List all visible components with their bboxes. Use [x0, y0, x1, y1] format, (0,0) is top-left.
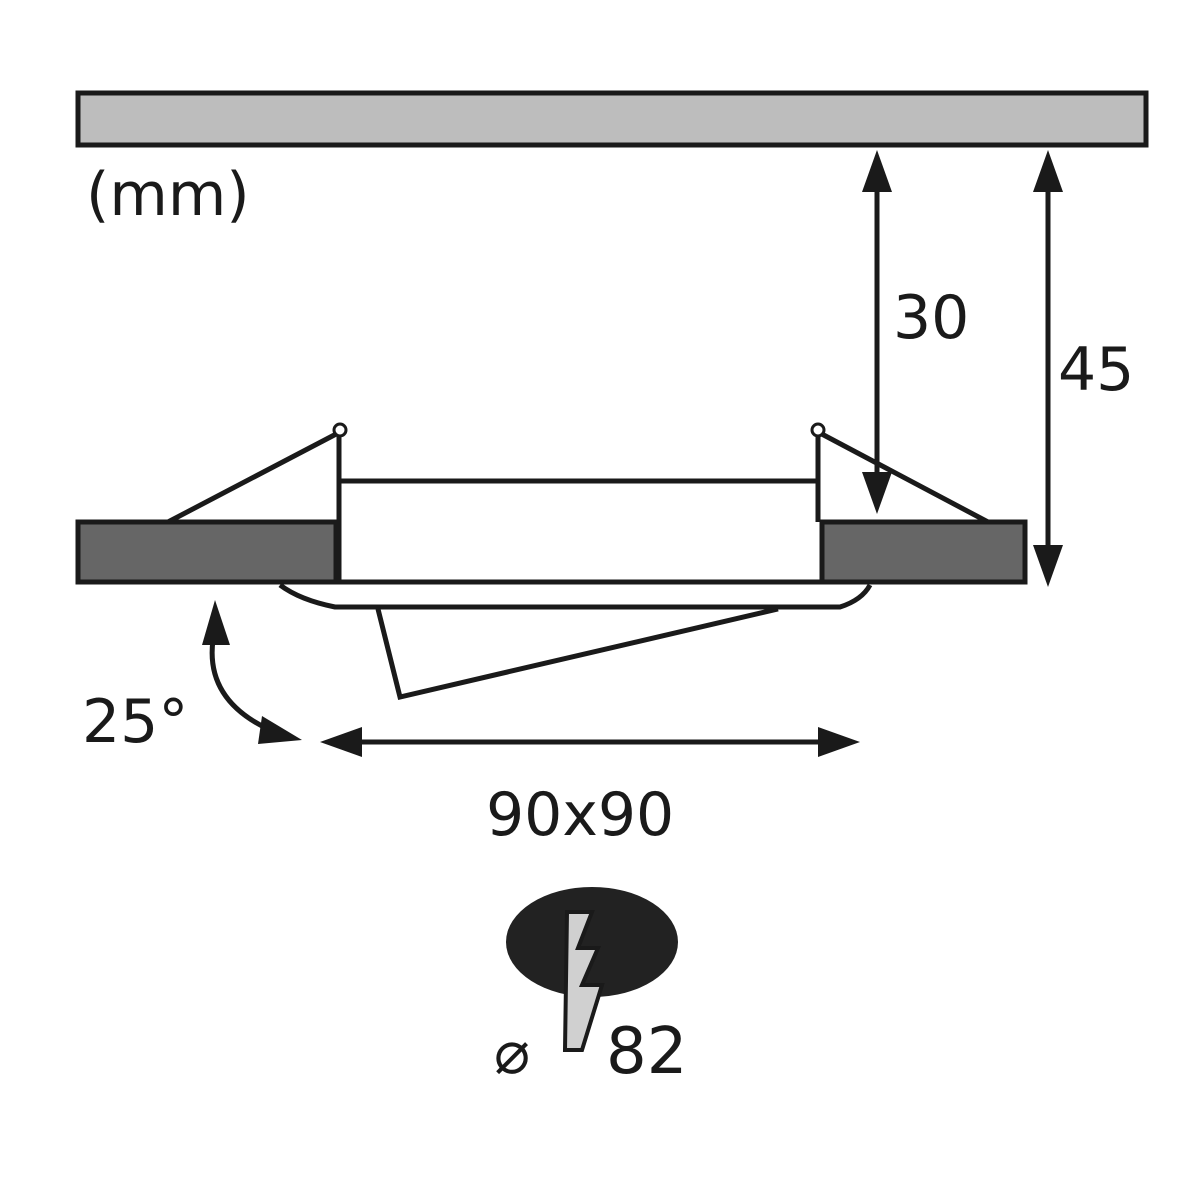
tilt-angle-arrow [202, 600, 302, 744]
ceiling-surface [75, 90, 1149, 148]
outer-size-dimension [320, 727, 860, 757]
cutout-diameter-label: 82 [606, 1015, 687, 1089]
outer-size-label: 90x90 [486, 780, 674, 850]
ceiling-block-left [75, 519, 339, 585]
ceiling-block-right [819, 519, 1028, 585]
recess-depth-dimension [862, 150, 892, 514]
diameter-symbol: ⌀ [494, 1018, 530, 1088]
luminaire-fixture [75, 422, 1028, 700]
total-depth-dimension [1033, 150, 1063, 587]
tilt-angle-label: 25° [82, 687, 188, 757]
recess-depth-label: 30 [893, 283, 969, 353]
units-label: (mm) [86, 160, 250, 230]
cutout-saw-icon [506, 887, 678, 1052]
total-depth-label: 45 [1058, 335, 1134, 405]
